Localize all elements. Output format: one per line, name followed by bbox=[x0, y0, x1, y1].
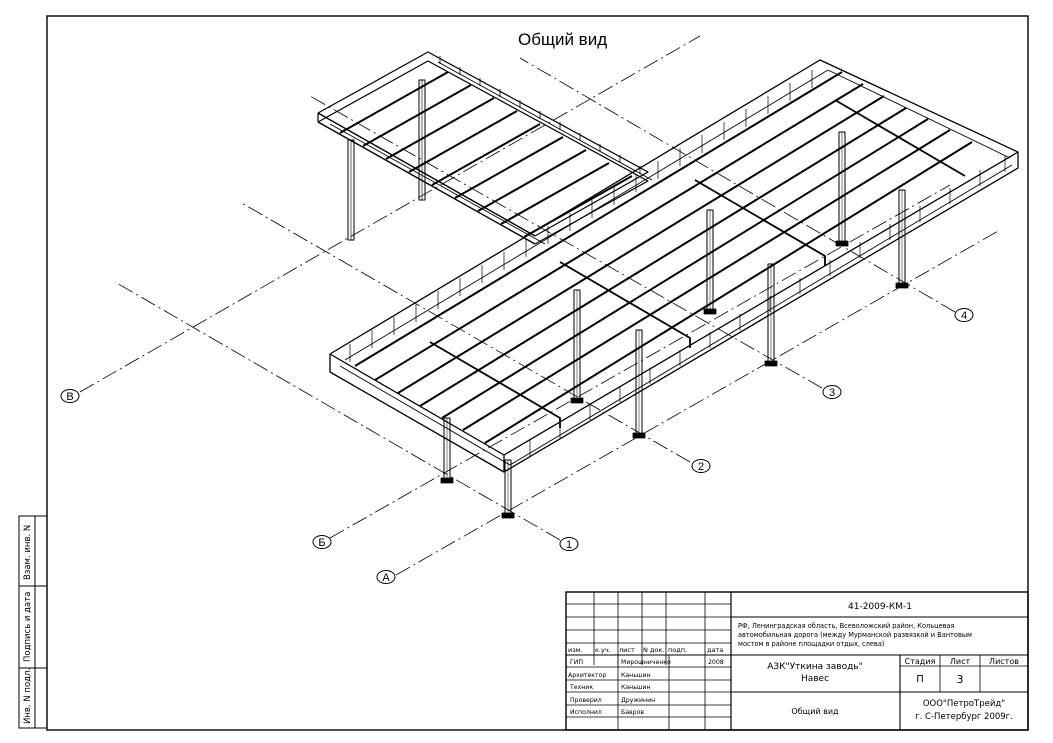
tb-staff-name: Мирошниченко bbox=[621, 659, 671, 666]
tb-stage-label: Стадия bbox=[905, 657, 936, 666]
axis-marker-3: 3 bbox=[822, 385, 842, 399]
axis-line-b bbox=[329, 184, 951, 539]
axis-line-3 bbox=[309, 95, 823, 389]
axis-marker-a: А bbox=[376, 570, 396, 584]
axis-line-4 bbox=[519, 57, 956, 313]
sheet-frame bbox=[46, 15, 1029, 731]
tb-code: 41-2009-КМ-1 bbox=[848, 602, 912, 612]
svg-text:Б: Б bbox=[318, 537, 325, 549]
tb-staff-name: Дружинин bbox=[621, 697, 655, 704]
tb-sheet: 3 bbox=[957, 673, 964, 686]
svg-text:1: 1 bbox=[566, 539, 572, 551]
tb-staff-name: Каньшин bbox=[621, 672, 651, 679]
tb-header-list: лист bbox=[619, 646, 635, 654]
svg-text:В: В bbox=[66, 391, 73, 403]
tb-location-1: РФ, Ленинградская область, Всеволожский … bbox=[738, 622, 955, 630]
svg-text:3: 3 bbox=[829, 387, 835, 399]
tb-header-kuch: к.уч. bbox=[595, 646, 611, 654]
axis-line-1 bbox=[114, 281, 561, 541]
side-stamp-inv: Инв. N подл. bbox=[23, 668, 33, 724]
axis-line-v bbox=[79, 35, 701, 393]
back-wing bbox=[317, 51, 653, 245]
tb-header-data: дата bbox=[707, 646, 723, 654]
tb-city: г. С-Петербург 2009г. bbox=[915, 712, 1013, 722]
tb-staff-name: Каньшин bbox=[621, 684, 651, 691]
tb-company: ООО"ПетроТрейд" bbox=[923, 699, 1005, 709]
axis-marker-v: В bbox=[60, 389, 80, 403]
tb-header-izm: изм. bbox=[568, 646, 583, 654]
tb-staff-role: Техник bbox=[569, 684, 593, 691]
main-canopy bbox=[329, 59, 1019, 519]
tb-location-3: мостом в районе площадки отдых, слева) bbox=[738, 640, 884, 648]
axis-line-2 bbox=[239, 201, 691, 463]
svg-text:2: 2 bbox=[698, 461, 704, 473]
tb-object-1: АЗК"Уткина заводь" bbox=[767, 662, 863, 672]
svg-text:А: А bbox=[382, 572, 390, 584]
side-stamp-podpis: Подпись и дата bbox=[23, 592, 33, 662]
side-stamp-vzam: Взам. инв. N bbox=[23, 525, 33, 580]
tb-sheets-label: Листов bbox=[989, 657, 1019, 666]
axis-marker-2: 2 bbox=[691, 459, 711, 473]
tb-object-2: Навес bbox=[801, 674, 829, 684]
title-block bbox=[565, 591, 1029, 731]
axis-line-a bbox=[395, 229, 1001, 576]
tb-staff-role: ГИП bbox=[570, 659, 583, 666]
tb-staff-role: Проверил bbox=[570, 697, 602, 704]
axis-marker-4: 4 bbox=[954, 308, 974, 322]
tb-staff-name: Бавров bbox=[621, 709, 644, 716]
tb-location-2: автомобильная дорога (между Мурманской р… bbox=[738, 631, 972, 639]
tb-sheet-label: Лист bbox=[950, 657, 971, 666]
tb-stage: П bbox=[916, 674, 924, 685]
tb-staff-date: 2008 bbox=[708, 659, 724, 666]
tb-header-ndok: N док. bbox=[643, 646, 664, 654]
tb-sheet-name: Общий вид bbox=[791, 707, 839, 716]
tb-staff-role: Исполнил bbox=[570, 709, 602, 716]
axis-marker-1: 1 bbox=[559, 537, 579, 551]
svg-text:4: 4 bbox=[961, 310, 967, 322]
axis-markers: А Б В 1 2 3 4 bbox=[60, 308, 974, 584]
tb-header-podp: подп. bbox=[668, 646, 687, 654]
drawing-title: Общий вид bbox=[518, 30, 608, 49]
canopy-structure bbox=[317, 51, 1019, 519]
axis-marker-b: Б bbox=[312, 535, 332, 549]
side-stamp bbox=[18, 515, 48, 729]
tb-staff-role: Архитектор bbox=[568, 672, 606, 679]
